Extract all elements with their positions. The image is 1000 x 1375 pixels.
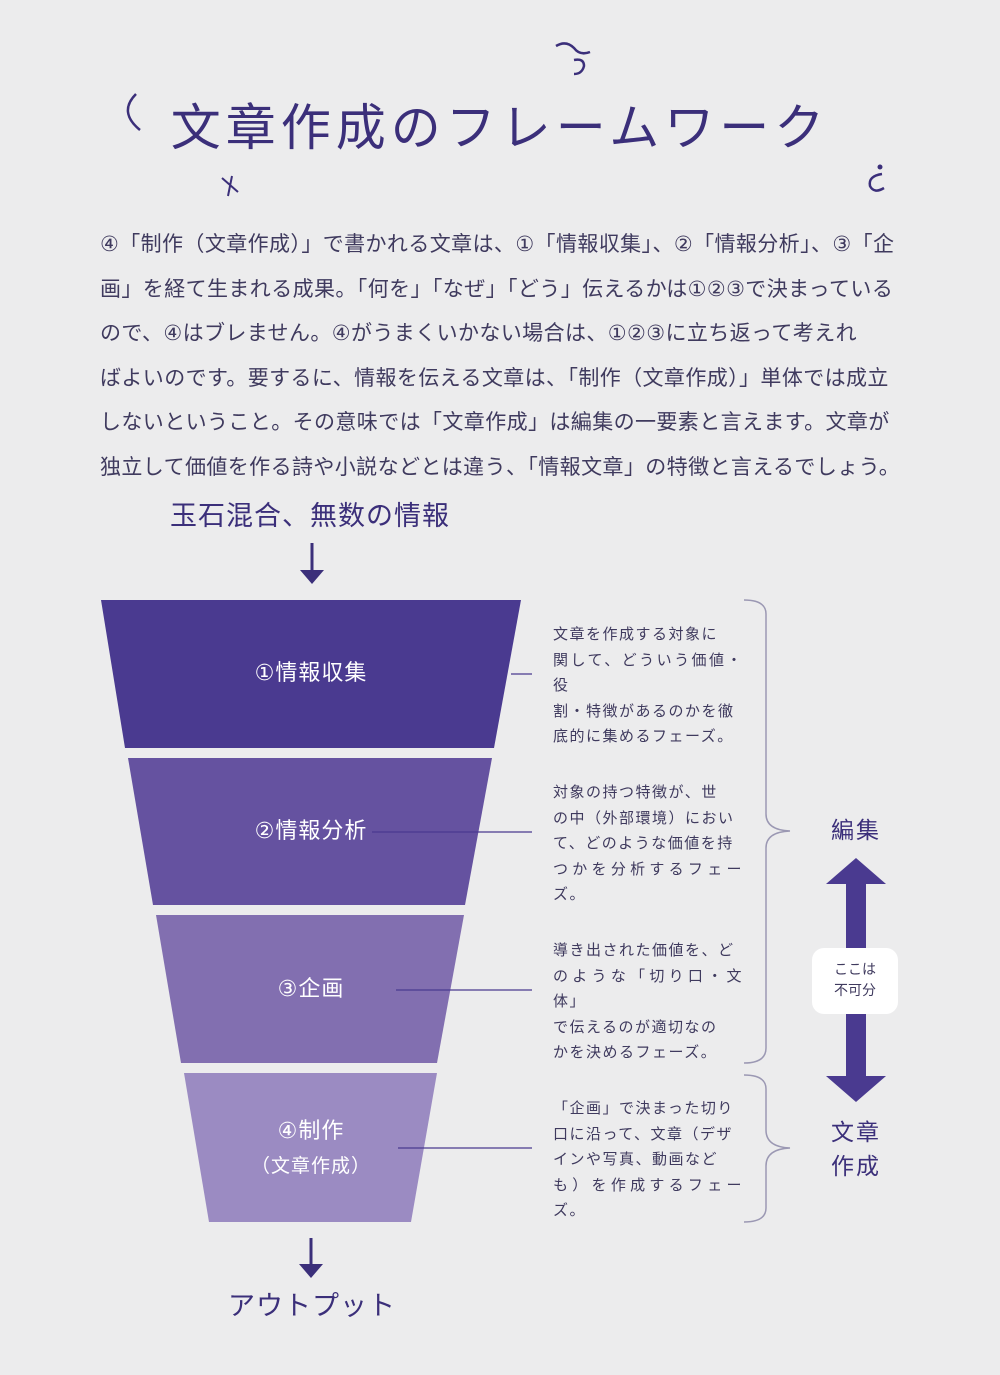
intro-line: ばよいのです。要するに、情報を伝える文章は、「制作（文章作成）」単体では成立 [100,365,889,390]
writing-label-line: 文章 [831,1120,881,1146]
stage-label-3: ③企画 [277,977,345,1002]
input-label: 玉石混合、無数の情報 [170,501,450,532]
funnel-stage-4 [184,1073,437,1222]
inseparable-line: ここは [834,962,876,978]
output-arrow-icon [299,1238,323,1278]
squiggle-icon [555,42,591,76]
editing-label: 編集 [831,818,881,844]
writing-label: 文章 作成 [800,1116,912,1184]
stage-sublabel-4: （文章作成） [250,1155,371,1177]
description-line: て、どのような価値を持 [553,834,734,852]
description-line: つかを分析するフェーズ。 [553,859,743,904]
funnel-stage-2 [128,758,492,905]
inseparable-badge: ここは 不可分 [812,948,898,1014]
description-line: も）を作成するフェーズ。 [553,1175,743,1220]
stage-label-1: ①情報収集 [254,661,368,686]
title-decorations [126,42,885,197]
description-line: かを決めるフェーズ。 [553,1043,718,1061]
description-line: 割・特徴があるのかを徹 [553,701,735,720]
description-line: で伝えるのが適切なの [553,1017,718,1036]
stage-label-4: ④制作 [277,1119,345,1144]
cross-mark-icon [221,175,239,197]
page-title: 文章作成のフレームワーク [170,99,830,157]
intro-line: しないということ。その意味では「文章作成」は編集の一要素と言えます。文章が [100,410,890,434]
description-line: 文章を作成する対象に [553,625,719,643]
description-line: 底的に集めるフェーズ。 [553,727,734,745]
writing-brace [743,1074,791,1223]
intro-line: ④「制作（文章作成）」で書かれる文章は、①「情報収集」、②「情報分析」、③「企 [100,232,895,256]
description-line: 導き出された価値を、ど [553,941,735,959]
stage-description-2: 対象の持つ特徴が、世 の中（外部環境）におい て、どのような価値を持 つかを分析… [553,780,743,908]
description-line: のような「切り口・文体」 [553,966,743,1011]
dot-icon [877,164,883,170]
stage-description-3: 導き出された価値を、ど のような「切り口・文体」 で伝えるのが適切なの かを決め… [553,938,743,1066]
description-line: の中（外部環境）におい [553,808,735,827]
crescent-icon [126,93,141,131]
writing-label-line: 作成 [831,1154,881,1180]
description-line: インや写真、動画など [553,1150,719,1168]
hook-icon [868,172,885,192]
editing-brace [743,599,791,1064]
stage-description-4: 「企画」で決まった切り 口に沿って、文章（デザ インや写真、動画など も）を作成… [553,1096,743,1224]
stage-description-1: 文章を作成する対象に 関して、どういう価値・役 割・特徴があるのかを徹 底的に集… [553,622,743,750]
intro-paragraph: ④「制作（文章作成）」で書かれる文章は、①「情報収集」、②「情報分析」、③「企 … [100,222,922,489]
description-line: 関して、どういう価値・役 [553,650,743,695]
inseparable-line: 不可分 [834,983,876,999]
funnel-stage-1 [101,600,521,748]
input-arrow-icon [300,543,324,584]
description-line: 口に沿って、文章（デザ [553,1124,734,1143]
output-label: アウトプット [228,1291,396,1322]
intro-line: 独立して価値を作る詩や小説などとは違う、「情報文章」の特徴と言えるでしょう。 [100,454,901,479]
description-line: 対象の持つ特徴が、世 [553,783,718,801]
intro-line: 画」を経て生まれる成果。「何を」「なぜ」「どう」伝えるかは①②③で決まっている [100,276,894,301]
intro-line: ので、④はブレません。④がうまくいかない場合は、①②③に立ち返って考えれ [100,321,858,345]
funnel-stage-3 [156,915,464,1063]
description-line: 「企画」で決まった切り [553,1099,734,1117]
stage-label-2: ②情報分析 [254,819,368,844]
